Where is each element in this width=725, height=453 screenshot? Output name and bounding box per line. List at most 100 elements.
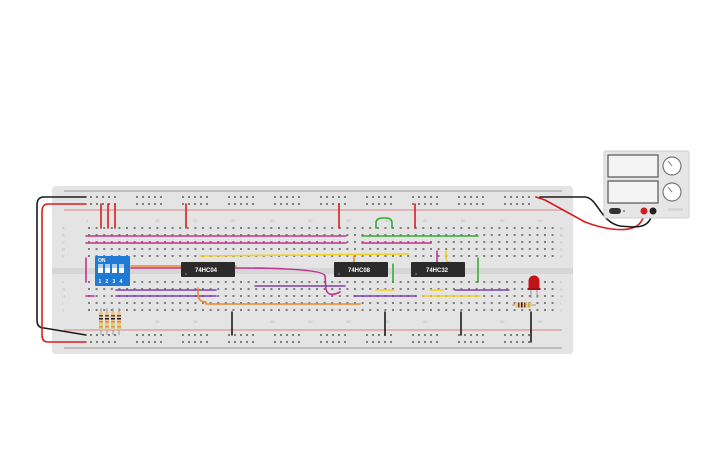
rail-hole[interactable] [240, 341, 242, 343]
wire-magenta-cross[interactable] [130, 267, 341, 296]
rail-hole[interactable] [102, 203, 104, 205]
breadboard-hole[interactable] [521, 295, 524, 297]
rail-hole[interactable] [390, 203, 392, 205]
rail-hole[interactable] [182, 203, 184, 205]
breadboard-hole[interactable] [384, 302, 387, 304]
chip-74hc04[interactable]: 74HC04 [181, 262, 235, 277]
breadboard-hole[interactable] [551, 248, 554, 250]
breadboard-hole[interactable] [103, 309, 106, 311]
breadboard-hole[interactable] [202, 248, 204, 250]
breadboard-hole[interactable] [338, 295, 341, 297]
breadboard-hole[interactable] [156, 281, 159, 283]
breadboard-hole[interactable] [468, 288, 470, 290]
rail-hole[interactable] [274, 334, 276, 336]
breadboard-hole[interactable] [285, 255, 288, 257]
breadboard-hole[interactable] [141, 241, 144, 243]
breadboard-hole[interactable] [506, 227, 508, 229]
breadboard-hole[interactable] [338, 255, 341, 257]
rail-hole[interactable] [458, 203, 460, 205]
breadboard-hole[interactable] [490, 288, 493, 290]
breadboard-hole[interactable] [240, 227, 242, 229]
breadboard-hole[interactable] [300, 248, 303, 250]
rail-hole[interactable] [384, 196, 386, 198]
breadboard-hole[interactable] [506, 288, 508, 290]
breadboard-hole[interactable] [224, 241, 227, 243]
breadboard-hole[interactable] [133, 248, 136, 250]
rail-hole[interactable] [136, 334, 138, 336]
breadboard-hole[interactable] [506, 309, 508, 311]
breadboard-hole[interactable] [293, 241, 296, 243]
rail-hole[interactable] [390, 196, 392, 198]
wire-orange-2[interactable] [197, 287, 361, 305]
breadboard-hole[interactable] [513, 302, 516, 304]
rail-hole[interactable] [504, 196, 506, 198]
rail-hole[interactable] [436, 196, 438, 198]
breadboard-hole[interactable] [468, 241, 470, 243]
breadboard-hole[interactable] [506, 234, 508, 236]
breadboard-hole[interactable] [118, 248, 121, 250]
breadboard-hole[interactable] [262, 248, 265, 250]
breadboard-hole[interactable] [475, 248, 478, 250]
breadboard-hole[interactable] [323, 241, 326, 243]
rail-hole[interactable] [320, 203, 322, 205]
rail-hole[interactable] [148, 341, 150, 343]
breadboard-hole[interactable] [194, 241, 197, 243]
rail-hole[interactable] [148, 334, 150, 336]
rail-hole[interactable] [482, 341, 484, 343]
breadboard-hole[interactable] [430, 309, 432, 311]
rail-hole[interactable] [326, 341, 328, 343]
breadboard-hole[interactable] [171, 248, 174, 250]
breadboard-hole[interactable] [422, 281, 425, 283]
rail-hole[interactable] [206, 196, 208, 198]
breadboard-hole[interactable] [354, 288, 356, 290]
rail-hole[interactable] [246, 203, 248, 205]
breadboard-hole[interactable] [460, 302, 463, 304]
breadboard-hole[interactable] [308, 302, 311, 304]
rail-hole[interactable] [476, 203, 478, 205]
breadboard-hole[interactable] [323, 248, 326, 250]
breadboard-hole[interactable] [186, 302, 189, 304]
breadboard-hole[interactable] [422, 309, 425, 311]
rail-hole[interactable] [384, 203, 386, 205]
breadboard-hole[interactable] [110, 227, 113, 229]
breadboard-hole[interactable] [186, 288, 189, 290]
breadboard-hole[interactable] [452, 255, 455, 257]
breadboard-hole[interactable] [399, 288, 402, 290]
rail-hole[interactable] [424, 334, 426, 336]
breadboard-hole[interactable] [308, 295, 311, 297]
breadboard-hole[interactable] [414, 288, 417, 290]
breadboard-hole[interactable] [202, 234, 204, 236]
rail-hole[interactable] [344, 203, 346, 205]
rail-hole[interactable] [298, 196, 300, 198]
breadboard-hole[interactable] [240, 241, 242, 243]
breadboard-hole[interactable] [255, 241, 258, 243]
breadboard-hole[interactable] [369, 255, 372, 257]
rail-hole[interactable] [234, 341, 236, 343]
rail-hole[interactable] [528, 196, 530, 198]
breadboard-hole[interactable] [536, 227, 539, 229]
rail-hole[interactable] [234, 203, 236, 205]
breadboard-hole[interactable] [506, 295, 508, 297]
rail-hole[interactable] [326, 196, 328, 198]
breadboard-hole[interactable] [232, 234, 235, 236]
breadboard-hole[interactable] [361, 234, 364, 236]
breadboard-hole[interactable] [126, 309, 128, 311]
breadboard-hole[interactable] [300, 309, 303, 311]
breadboard-hole[interactable] [270, 234, 273, 236]
breadboard-hole[interactable] [293, 309, 296, 311]
breadboard-hole[interactable] [202, 227, 204, 229]
rail-hole[interactable] [246, 341, 248, 343]
rail-hole[interactable] [418, 334, 420, 336]
breadboard-hole[interactable] [498, 302, 501, 304]
breadboard-hole[interactable] [399, 241, 402, 243]
rail-hole[interactable] [194, 196, 196, 198]
breadboard-hole[interactable] [133, 281, 136, 283]
breadboard-hole[interactable] [217, 281, 220, 283]
breadboard-hole[interactable] [392, 234, 394, 236]
breadboard-hole[interactable] [437, 255, 440, 257]
breadboard-hole[interactable] [133, 227, 136, 229]
breadboard-hole[interactable] [361, 255, 364, 257]
breadboard-hole[interactable] [186, 255, 189, 257]
breadboard-hole[interactable] [399, 281, 402, 283]
